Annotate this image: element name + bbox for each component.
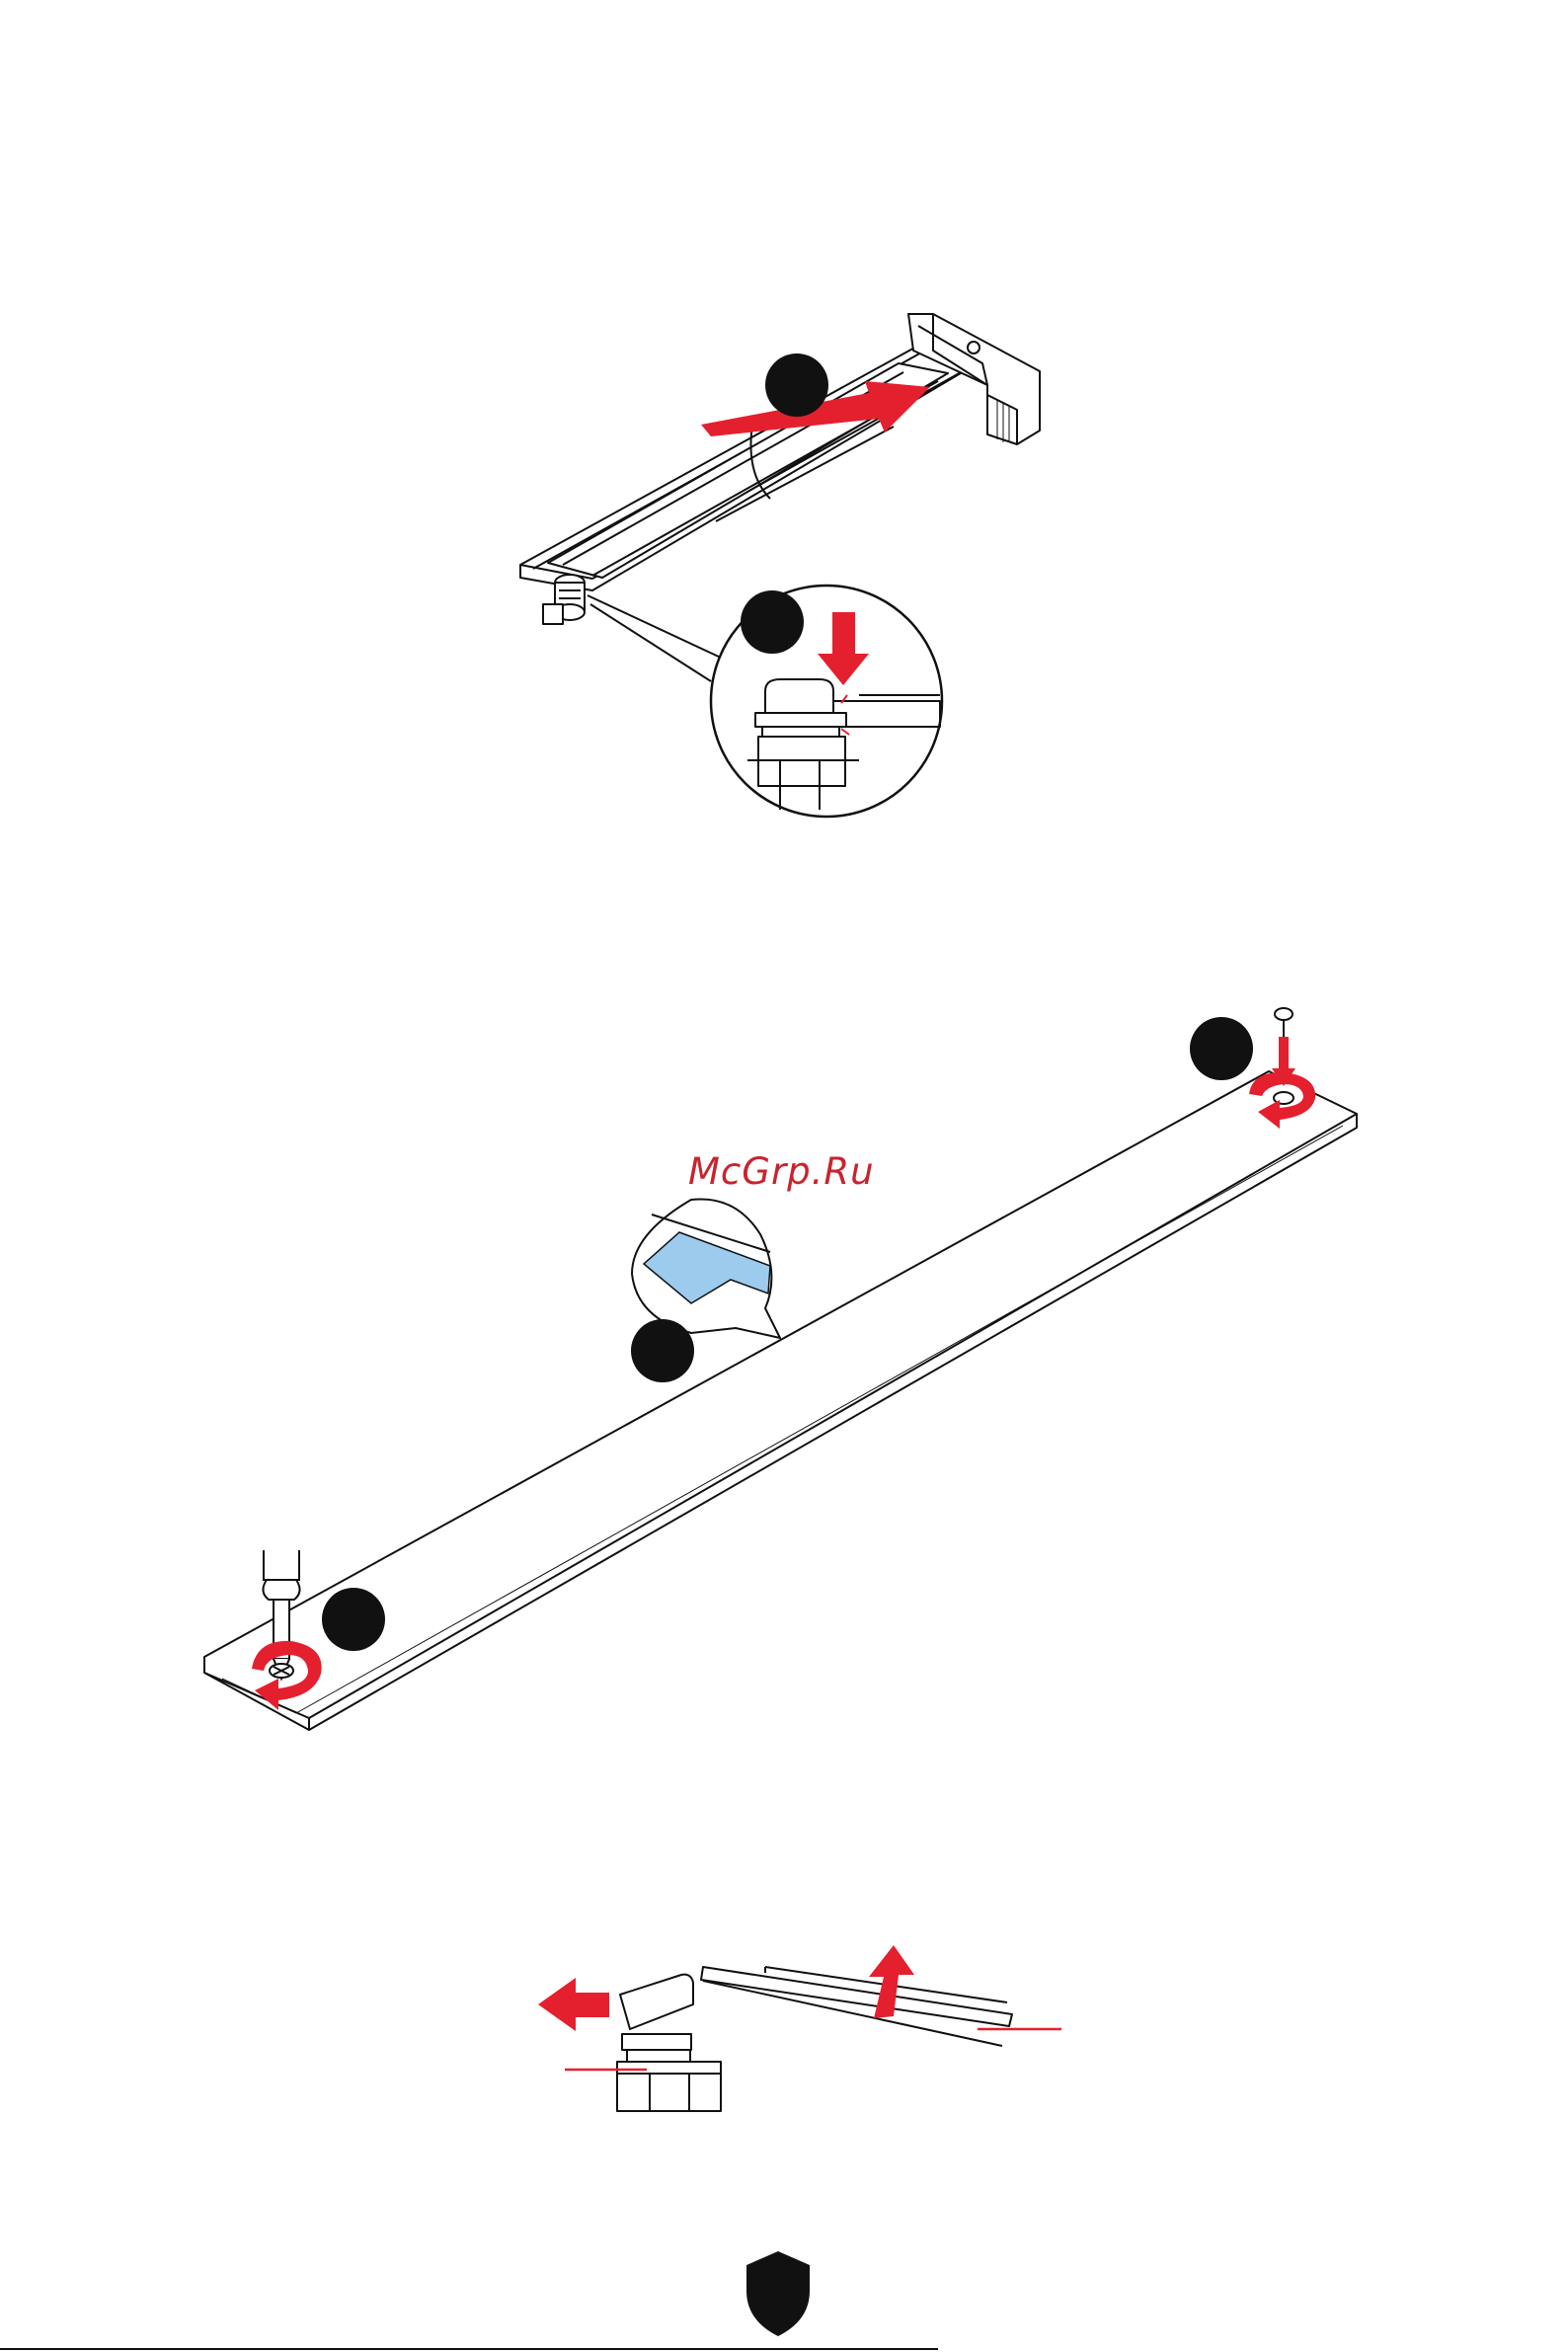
step-marker	[741, 590, 804, 654]
step-marker	[322, 1588, 385, 1651]
step-marker	[765, 353, 828, 417]
msi-shield-logo	[743, 2249, 814, 2338]
step-marker	[631, 1319, 694, 1382]
step-marker	[1190, 1017, 1253, 1080]
m2-shield-illustration	[0, 968, 1568, 1758]
footer-divider	[0, 2348, 938, 2350]
latch-release-illustration	[0, 1916, 1568, 2133]
screw-icon	[270, 1664, 293, 1678]
m2-insertion-illustration	[0, 286, 1568, 839]
pull-left-arrow-icon	[538, 1978, 609, 2031]
watermark-text: McGrp.Ru	[688, 1150, 875, 1193]
latch-head	[620, 1975, 693, 2029]
